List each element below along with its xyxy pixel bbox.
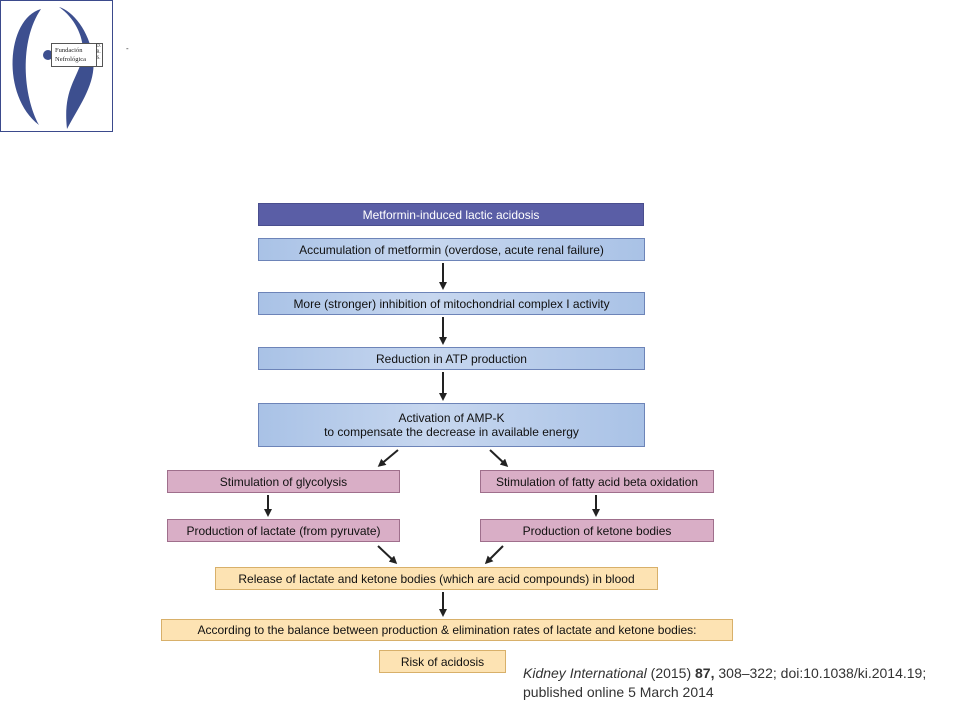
arrow-6-left [377, 545, 398, 565]
step-ampk-activation: Activation of AMP-K to compensate the de… [258, 403, 645, 447]
left-lactate-production: Production of lactate (from pyruvate) [167, 519, 400, 542]
citation-published: published online 5 March 2014 [523, 684, 714, 700]
step-accumulation: Accumulation of metformin (overdose, acu… [258, 238, 645, 261]
ampk-line-1: Activation of AMP-K [398, 411, 505, 425]
step-risk-acidosis: Risk of acidosis [379, 650, 506, 673]
step-inhibition: More (stronger) inhibition of mitochondr… [258, 292, 645, 315]
left-glycolysis: Stimulation of glycolysis [167, 470, 400, 493]
citation: Kidney International (2015) 87, 308–322;… [523, 664, 953, 702]
arrow-6-right [484, 545, 504, 565]
logo-side-letters: D. R. S. [95, 43, 103, 67]
step-release-blood: Release of lactate and ketone bodies (wh… [215, 567, 658, 590]
citation-volume: 87, [695, 665, 715, 681]
step-atp-reduction: Reduction in ATP production [258, 347, 645, 370]
right-fatty-acid-oxidation: Stimulation of fatty acid beta oxidation [480, 470, 714, 493]
right-ketone-production: Production of ketone bodies [480, 519, 714, 542]
diagram-title: Metformin-induced lactic acidosis [258, 203, 644, 226]
citation-pages-doi: 308–322; doi:10.1038/ki.2014.19; [714, 665, 927, 681]
ampk-line-2: to compensate the decrease in available … [324, 425, 579, 439]
citation-journal: Kidney International [523, 665, 647, 681]
arrow-4-right [489, 449, 509, 468]
kidney-logo-graphic [12, 7, 94, 129]
step-balance: According to the balance between product… [161, 619, 733, 641]
arrow-4-left [377, 449, 399, 467]
logo-mark: - [126, 44, 129, 53]
citation-year: (2015) [646, 665, 696, 681]
foundation-logo: Fundación Nefrológica D. R. S. [0, 0, 113, 132]
logo-wordmark: Fundación Nefrológica [51, 43, 97, 67]
